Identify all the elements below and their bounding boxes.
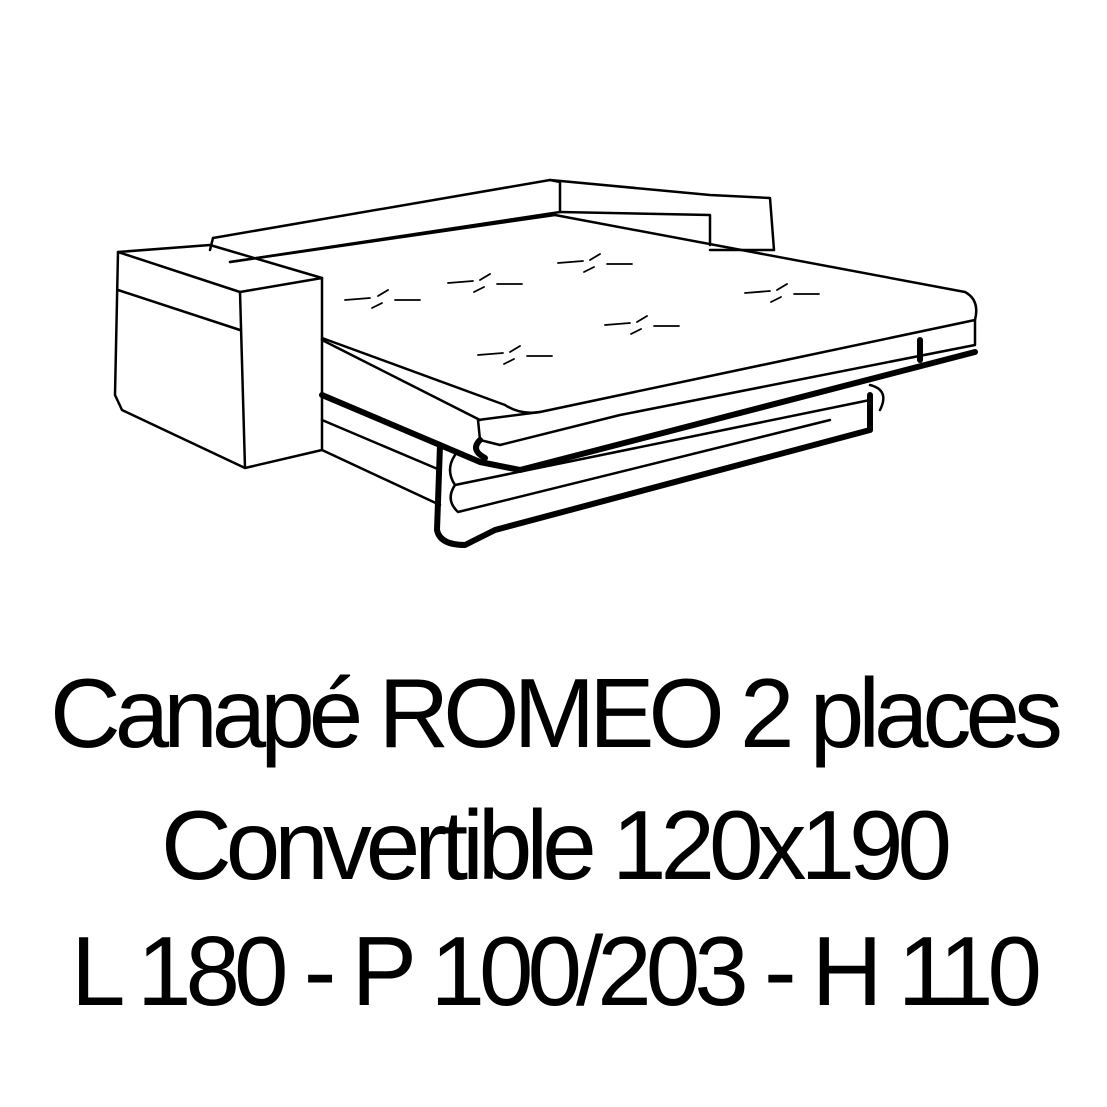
product-dimensions: L 180 - P 100/203 - H 110: [70, 916, 1042, 1026]
metal-frame: [319, 337, 978, 548]
left-armrest: [113, 243, 324, 470]
mattress-tufts: [344, 253, 820, 365]
product-title: Canapé ROMEO 2 places: [50, 658, 1063, 768]
product-type: Convertible 120x190: [161, 790, 952, 900]
sofa-bed-illustration: [113, 178, 978, 548]
sofa-back: [208, 178, 776, 264]
mattress: [228, 213, 978, 447]
sofa-base: [320, 383, 885, 514]
